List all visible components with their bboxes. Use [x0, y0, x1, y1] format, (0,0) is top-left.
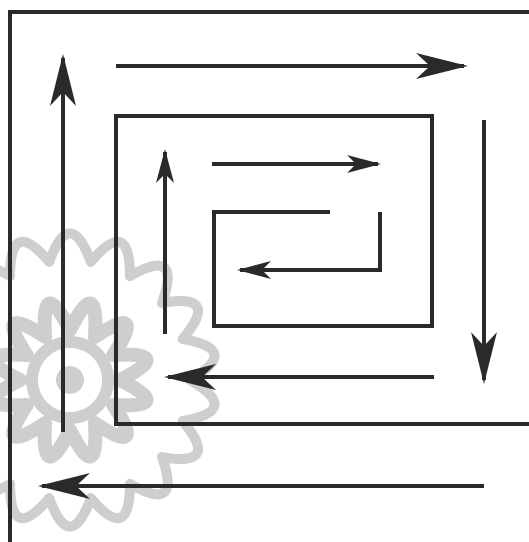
- watermark-petal: [130, 266, 168, 303]
- watermark-petal: [130, 457, 168, 494]
- watermark-petal: [10, 242, 49, 276]
- watermark-petal: [183, 380, 215, 421]
- watermark-petal: [91, 242, 130, 276]
- watermark-petal: [49, 233, 91, 261]
- watermark-petal: [162, 421, 198, 459]
- watermark-petal: [162, 301, 198, 339]
- watermark-petal: [183, 339, 215, 380]
- watermark-petal: [10, 484, 49, 518]
- floral-mandala-watermark: [0, 233, 214, 526]
- watermark-petal: [49, 498, 91, 526]
- watermark-petal: [113, 355, 146, 380]
- watermark-petal: [91, 484, 130, 518]
